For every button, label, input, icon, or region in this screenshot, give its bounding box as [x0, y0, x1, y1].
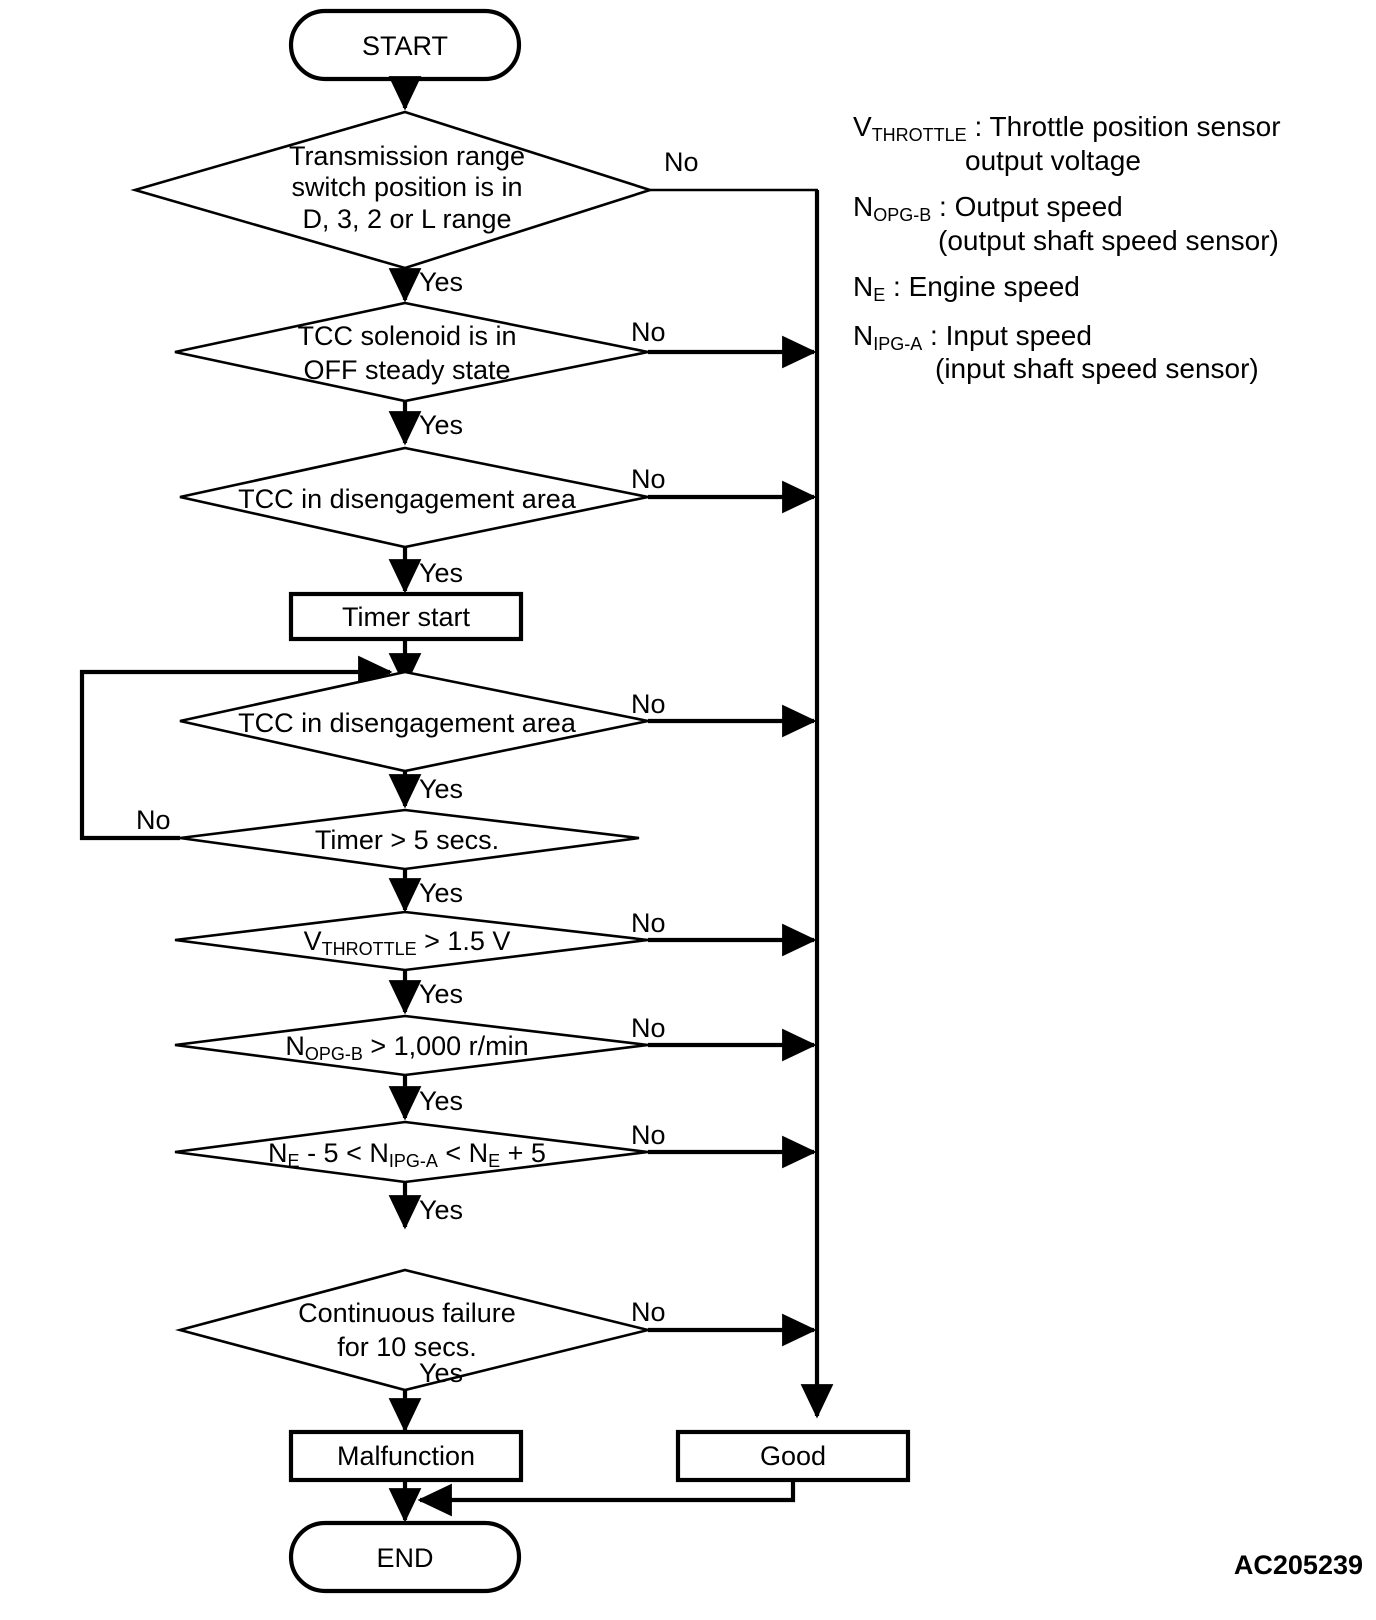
legend-item-1-line1: NOPG-B : Output speed — [853, 191, 1123, 225]
decision-continuous-failure: Continuous failure for 10 secs. — [174, 1268, 649, 1392]
edge-good-to-end — [417, 1480, 796, 1517]
branch-label-no-d6: No — [631, 908, 666, 938]
decision-d8-p2sub: IPG-A — [389, 1151, 438, 1171]
legend-0-text1: Throttle position sensor — [990, 111, 1281, 142]
decision-d2-line2: OFF steady state — [303, 355, 510, 385]
legend-0-symbol: V — [853, 111, 872, 142]
decision-d7-rest: > 1,000 r/min — [363, 1031, 529, 1061]
legend-2-text1: Engine speed — [909, 271, 1080, 302]
decision-tcc-disengagement-1: TCC in disengagement area — [179, 446, 649, 549]
branch-label-yes-d5: Yes — [419, 878, 463, 908]
branch-label-yes-d4: Yes — [419, 774, 463, 804]
decision-d4-line1: TCC in disengagement area — [238, 708, 577, 738]
decision-d7-expression: NOPG-B > 1,000 r/min — [285, 1031, 528, 1064]
legend-item-1-line2: (output shaft speed sensor) — [938, 225, 1279, 256]
decision-d8-p1sub: E — [288, 1151, 300, 1171]
branch-label-no-d3: No — [631, 464, 666, 494]
decision-d6-base: V — [304, 926, 322, 956]
decision-d8-p3base: N — [469, 1138, 489, 1168]
decision-d7-sub: OPG-B — [305, 1044, 363, 1064]
decision-d2-line1: TCC solenoid is in — [297, 321, 516, 351]
legend-0-sub: THROTTLE — [872, 125, 967, 145]
legend-1-symbol: N — [853, 191, 873, 222]
legend-3-sub: IPG-A — [873, 334, 922, 354]
decision-d8-expression: NE - 5 < NIPG-A < NE + 5 — [268, 1138, 546, 1171]
decision-d9-line1: Continuous failure — [298, 1298, 516, 1328]
legend-2-symbol: N — [853, 271, 873, 302]
branch-label-yes-d6: Yes — [419, 979, 463, 1009]
branch-label-no-d5: No — [136, 805, 171, 835]
terminal-end: END — [288, 1520, 522, 1594]
decision-vthrottle: VTHROTTLE > 1.5 V — [174, 910, 649, 972]
legend-1-sep: : — [931, 191, 954, 222]
decision-d8-p1rest: - 5 < — [300, 1138, 370, 1168]
decision-d1-line3: D, 3, 2 or L range — [302, 204, 511, 234]
branch-label-no-d8: No — [631, 1120, 666, 1150]
decision-d8-p1base: N — [268, 1138, 288, 1168]
legend: VTHROTTLE : Throttle position sensor out… — [853, 111, 1281, 384]
decision-timer-5-secs: Timer > 5 secs. — [179, 808, 640, 871]
decision-tcc-solenoid-off: TCC solenoid is in OFF steady state — [174, 301, 649, 403]
decision-d9-line2: for 10 secs. — [337, 1332, 477, 1362]
decision-d5-line1: Timer > 5 secs. — [315, 825, 499, 855]
decision-d7-base: N — [285, 1031, 305, 1061]
branch-label-no-d9: No — [631, 1297, 666, 1327]
decision-d6-expression: VTHROTTLE > 1.5 V — [304, 926, 511, 959]
branch-label-yes-d3: Yes — [419, 558, 463, 588]
decision-tcc-disengagement-2: TCC in disengagement area — [179, 670, 649, 773]
branch-label-yes-d2: Yes — [419, 410, 463, 440]
decision-d8-p2base: N — [369, 1138, 389, 1168]
decision-nopgb: NOPG-B > 1,000 r/min — [174, 1014, 649, 1077]
legend-2-sub: E — [873, 285, 885, 305]
branch-label-no-d7: No — [631, 1013, 666, 1043]
decision-d1-line2: switch position is in — [291, 172, 522, 202]
branch-label-yes-d8: Yes — [419, 1195, 463, 1225]
legend-3-symbol: N — [853, 320, 873, 351]
figure-code-label: AC205239 — [1234, 1550, 1363, 1580]
legend-1-sub: OPG-B — [873, 205, 931, 225]
branch-label-yes-d7: Yes — [419, 1086, 463, 1116]
decision-d3-line1: TCC in disengagement area — [238, 484, 577, 514]
branch-label-no-d1: No — [664, 147, 699, 177]
legend-item-0-line2: output voltage — [965, 145, 1141, 176]
decision-d6-rest: > 1.5 V — [417, 926, 511, 956]
edge-loopback-no — [79, 655, 393, 841]
legend-item-2-line1: NE : Engine speed — [853, 271, 1080, 305]
terminal-end-label: END — [376, 1543, 433, 1573]
decision-d1-line1: Transmission range — [289, 141, 525, 171]
terminal-start: START — [288, 8, 522, 82]
branch-label-yes-d9: Yes — [419, 1358, 463, 1388]
decision-transmission-range: Transmission range switch position is in… — [130, 110, 655, 270]
decision-d8-p3rest: + 5 — [500, 1138, 546, 1168]
terminal-start-label: START — [362, 31, 448, 61]
decision-d6-sub: THROTTLE — [322, 939, 417, 959]
decision-d8-p3sub: E — [488, 1151, 500, 1171]
legend-0-sep: : — [967, 111, 990, 142]
branch-label-no-d2: No — [631, 317, 666, 347]
process-timer-start-label: Timer start — [342, 602, 470, 632]
process-good: Good — [675, 1429, 911, 1483]
legend-item-3-line2: (input shaft speed sensor) — [935, 353, 1259, 384]
process-malfunction: Malfunction — [288, 1429, 524, 1483]
legend-1-text1: Output speed — [955, 191, 1123, 222]
branch-label-no-d4: No — [631, 689, 666, 719]
branch-label-yes-d1: Yes — [419, 267, 463, 297]
legend-3-text1: Input speed — [946, 320, 1092, 351]
legend-item-0-line1: VTHROTTLE : Throttle position sensor — [853, 111, 1281, 145]
process-timer-start: Timer start — [288, 591, 524, 642]
legend-item-3-line1: NIPG-A : Input speed — [853, 320, 1092, 354]
process-malfunction-label: Malfunction — [337, 1441, 475, 1471]
legend-2-sep: : — [885, 271, 908, 302]
legend-3-sep: : — [922, 320, 945, 351]
decision-ne-nipga-range: NE - 5 < NIPG-A < NE + 5 — [174, 1120, 649, 1184]
decision-d8-p2rest: < — [438, 1138, 469, 1168]
process-good-label: Good — [760, 1441, 826, 1471]
